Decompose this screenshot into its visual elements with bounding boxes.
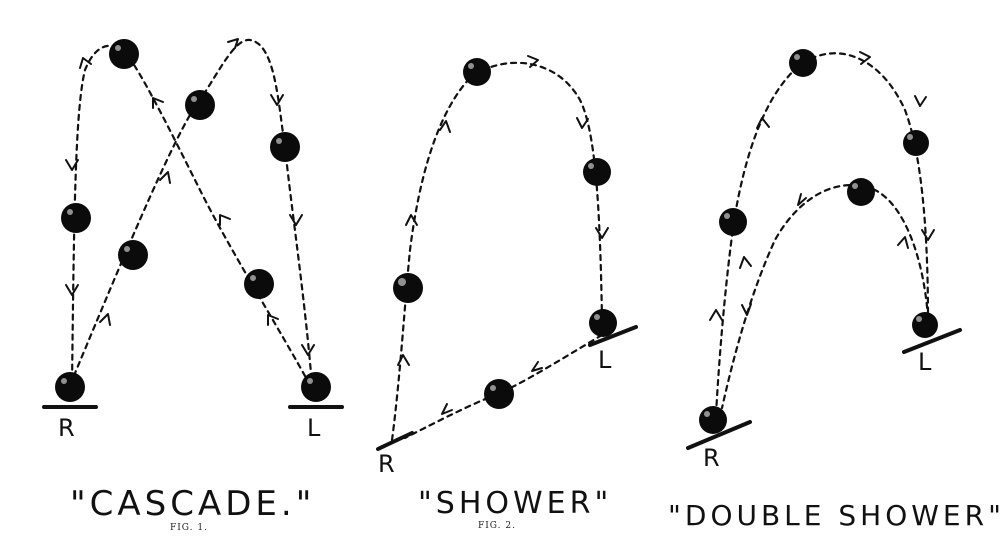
left-hand-label: L: [918, 348, 932, 376]
hand-palm-icon: [376, 431, 414, 451]
double-shower-diagram: R L "DOUBLE SHOWER": [668, 49, 1005, 532]
arrow-icon: [576, 117, 589, 129]
arrow-icon: [859, 51, 871, 65]
left-hand-label: L: [598, 346, 612, 374]
right-hand-label: R: [703, 444, 720, 472]
ball-icon: [270, 132, 300, 162]
ball-icon: [789, 49, 817, 77]
ball-icon: [912, 312, 938, 338]
ball-icon: [61, 203, 91, 233]
arrow-icon: [405, 214, 418, 226]
right-hand-label: R: [58, 414, 75, 442]
ball-icon: [244, 269, 274, 299]
arrow-icon: [756, 117, 770, 129]
right-hand-label: R: [378, 450, 395, 478]
ball-icon: [903, 130, 929, 156]
arrow-icon: [219, 214, 231, 226]
cascade-fig-label: FIG. 1.: [170, 523, 208, 533]
arrow-icon: [289, 214, 303, 226]
ball-icon: [185, 90, 215, 120]
arrow-icon: [709, 309, 723, 321]
ball-icon: [719, 208, 747, 236]
arrow-icon: [65, 159, 79, 171]
ball-icon: [301, 372, 331, 402]
arrow-icon: [921, 229, 935, 241]
arrow-icon: [301, 344, 315, 356]
ball-icon: [484, 379, 514, 409]
cascade-title: "CASCADE.": [70, 484, 315, 524]
arrow-icon: [527, 55, 539, 68]
hand-palm-icon: [588, 325, 638, 347]
arrow-icon: [152, 97, 164, 109]
ball-icon: [55, 372, 85, 402]
arrow-icon: [897, 236, 909, 249]
ball-icon: [847, 178, 875, 206]
ball-icon: [393, 273, 423, 303]
ball-icon: [118, 240, 148, 270]
ball-icon: [463, 58, 491, 86]
ball-icon: [589, 309, 617, 337]
arrow-icon: [99, 313, 111, 326]
left-hand-label: L: [307, 414, 321, 442]
arrow-icon: [270, 94, 284, 106]
ball-icon: [109, 39, 139, 69]
arrow-icon: [741, 303, 752, 316]
arrow-icon: [739, 256, 752, 269]
arrow-icon: [397, 354, 410, 366]
arrow-icon: [159, 171, 171, 184]
ball-icon: [583, 158, 611, 186]
double-shower-title: "DOUBLE SHOWER": [668, 499, 1005, 532]
arrow-icon: [267, 314, 279, 326]
arrow-icon: [65, 284, 79, 296]
arrow-icon: [797, 193, 807, 206]
cascade-diagram: R L "CASCADE." FIG. 1.: [42, 38, 344, 533]
arrow-icon: [439, 120, 451, 133]
arrow-icon: [531, 361, 543, 372]
cascade-path-right-to-left: [68, 38, 314, 387]
hand-palm-icon: [902, 328, 962, 354]
arrow-icon: [79, 57, 92, 69]
shower-diagram: R L "SHOWER" FIG. 2.: [376, 55, 638, 531]
arrow-icon: [914, 95, 927, 107]
double-shower-outer-path: [714, 52, 930, 417]
arrow-icon: [227, 38, 239, 49]
hand-palm-icon: [686, 420, 752, 450]
double-shower-inner-path: [720, 184, 930, 410]
arrow-icon: [441, 403, 453, 415]
shower-fig-label: FIG. 2.: [478, 521, 516, 531]
shower-title: "SHOWER": [418, 486, 612, 521]
ball-icon: [699, 406, 727, 434]
arrow-icon: [595, 227, 609, 239]
